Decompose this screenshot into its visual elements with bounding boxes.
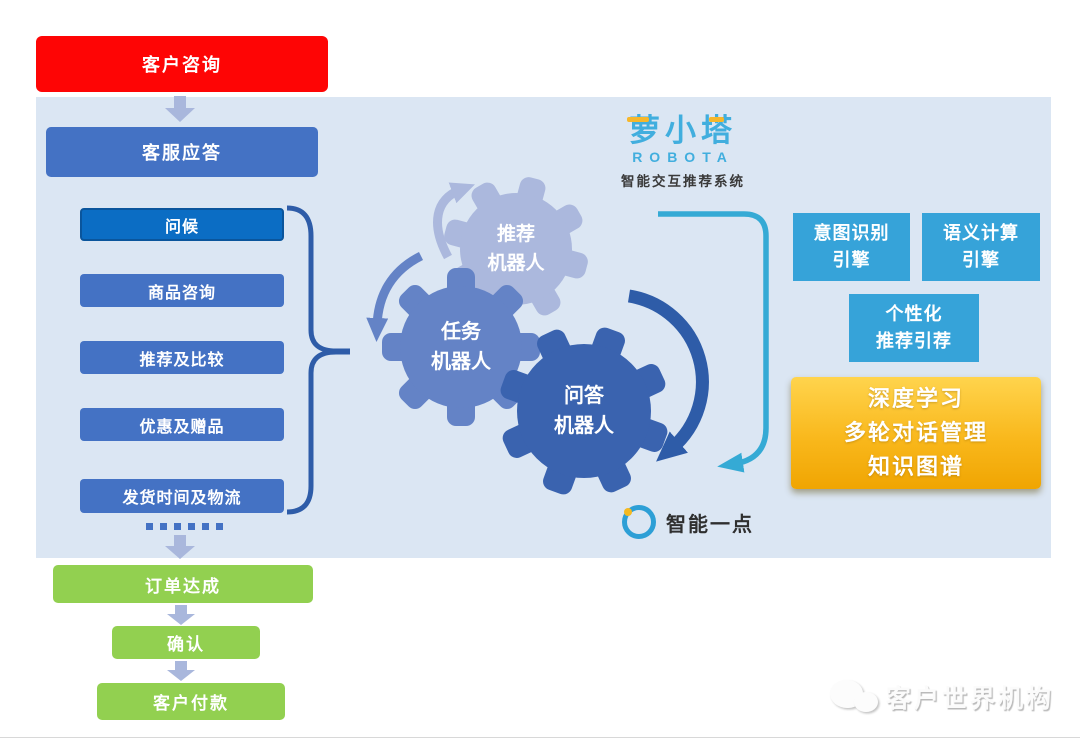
customer-inquiry-label: 客户咨询	[142, 55, 222, 75]
engine-label: 个性化	[885, 304, 943, 324]
engine-label: 引擎	[832, 250, 871, 270]
customer-payment-box: 客户付款	[97, 683, 285, 720]
engine-label: 推荐引荐	[876, 331, 952, 351]
tech-line: 知识图谱	[867, 454, 964, 479]
robota-logo-name: 萝小塔	[603, 114, 763, 148]
gear-label: 推荐	[496, 223, 535, 245]
gear-label: 机器人	[554, 414, 614, 437]
order-step-label: 确认	[167, 635, 205, 654]
topic-product-box: 商品咨询	[80, 274, 284, 307]
semantic-engine-box: 语义计算 引擎	[922, 213, 1040, 281]
engine-label: 语义计算	[943, 223, 1019, 243]
service-response-label: 客服应答	[142, 143, 222, 163]
ellipsis-dots-icon	[146, 523, 223, 530]
topic-discount-box: 优惠及赠品	[80, 408, 284, 441]
topic-label: 优惠及赠品	[139, 418, 225, 436]
topic-label: 问候	[164, 218, 199, 236]
confirm-box: 确认	[112, 626, 260, 659]
brand-label: 智能一点	[666, 513, 754, 536]
order-step-label: 客户付款	[153, 694, 229, 713]
personalized-engine-box: 个性化 推荐引荐	[849, 294, 979, 362]
qa-robot-gear-icon: 问答 机器人	[498, 325, 670, 497]
down-arrow-icon	[167, 605, 195, 625]
topic-label: 发货时间及物流	[122, 490, 242, 507]
robota-logo: 萝小塔 ROBOTA 智能交互推荐系统	[603, 114, 763, 190]
ring-logo-icon	[622, 505, 656, 539]
zhineng-yidian-brand: 智能一点	[622, 505, 754, 539]
engine-label: 引擎	[962, 250, 1000, 270]
ring-logo-dot	[624, 508, 632, 516]
intent-engine-box: 意图识别 引擎	[793, 213, 910, 281]
logo-yellow-accent	[709, 117, 724, 122]
gear-label: 任务	[441, 320, 481, 343]
robota-logo-latin: ROBOTA	[632, 149, 734, 165]
tech-stack-box: 深度学习 多轮对话管理 知识图谱	[791, 377, 1041, 489]
topic-label: 商品咨询	[147, 284, 216, 302]
robota-logo-subtitle: 智能交互推荐系统	[621, 174, 745, 189]
logo-yellow-accent	[627, 117, 649, 122]
gear-label: 问答	[564, 384, 604, 407]
order-step-label: 订单达成	[145, 576, 221, 596]
tech-line: 多轮对话管理	[843, 420, 988, 445]
gear-label: 机器人	[487, 252, 545, 274]
customer-inquiry-box: 客户咨询	[36, 36, 328, 92]
watermark: 客户世界机构	[828, 676, 1054, 718]
topic-shipping-box: 发货时间及物流	[80, 479, 284, 513]
recommend-robot-gear-icon: 推荐 机器人	[442, 175, 590, 323]
order-complete-box: 订单达成	[53, 565, 313, 603]
engine-label: 意图识别	[813, 223, 890, 243]
topic-label: 推荐及比较	[139, 351, 225, 369]
gear-label: 机器人	[431, 350, 491, 373]
service-response-box: 客服应答	[46, 127, 318, 177]
watermark-label: 客户世界机构	[886, 685, 1055, 713]
bottom-divider	[0, 737, 1080, 738]
topic-greeting-box: 问候	[80, 208, 284, 241]
wechat-bubbles-icon	[828, 676, 880, 718]
topic-recommend-box: 推荐及比较	[80, 341, 284, 374]
down-arrow-icon	[167, 661, 195, 681]
tech-line: 深度学习	[867, 386, 964, 411]
